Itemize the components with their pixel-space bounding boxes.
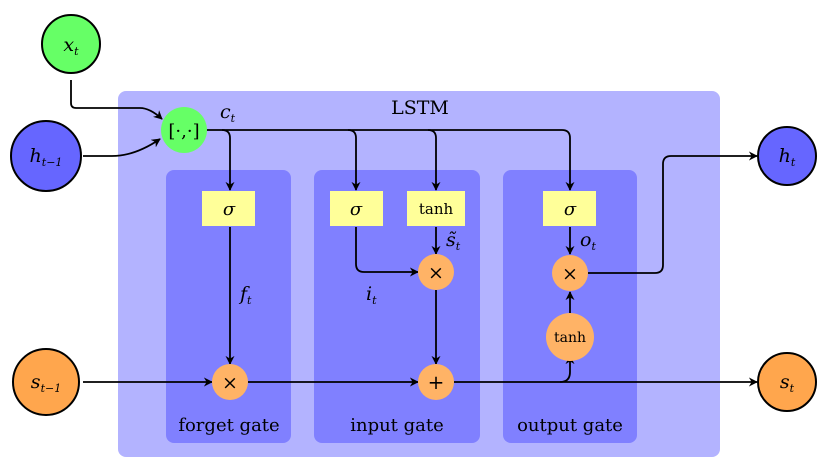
input-multiply-node: ×: [418, 254, 454, 290]
output-multiply-node: ×: [552, 255, 588, 291]
concat-node: [·,·]: [161, 107, 207, 153]
s-prev-sub: t−1: [41, 382, 62, 395]
svg-text:st: st: [780, 371, 795, 395]
ct-sub: t: [231, 112, 236, 125]
svg-text:ct: ct: [220, 101, 236, 125]
svg-text:xt: xt: [63, 34, 79, 58]
s-prev-input-node: st−1: [12, 348, 80, 416]
input-add-node: +: [418, 364, 454, 400]
svg-text:ht: ht: [779, 145, 796, 169]
connection-lines: [70, 80, 758, 387]
s-output-sub: t: [790, 382, 795, 395]
svg-text:it: it: [366, 283, 377, 307]
input-tanh-box: tanh: [407, 191, 465, 226]
ft-sub: t: [247, 294, 252, 307]
input-sigma-box: σ: [330, 191, 383, 226]
forget-gate-box: [166, 170, 291, 443]
output-multiply-label: ×: [562, 263, 578, 285]
input-gate-label: input gate: [350, 415, 444, 436]
input-add-label: +: [428, 370, 445, 394]
output-tanh-label: tanh: [554, 330, 586, 346]
forget-gate-label: forget gate: [178, 415, 279, 436]
x-input-node: xt: [41, 14, 101, 74]
x-input-base: x: [63, 34, 74, 56]
h-output-base: h: [779, 145, 791, 167]
x-input-sub: t: [74, 45, 79, 58]
input-tanh-label: tanh: [419, 200, 454, 218]
s-output-node: st: [757, 352, 817, 412]
forget-sigma-box: σ: [202, 191, 255, 226]
s-prev-base: s: [31, 371, 41, 393]
svg-text:ot: ot: [580, 229, 596, 253]
forget-sigma-label: σ: [223, 199, 236, 220]
it-base: i: [366, 283, 372, 305]
h-prev-base: h: [30, 145, 42, 167]
output-tanh-node: tanh: [546, 313, 594, 361]
h-prev-input-node: ht−1: [10, 120, 82, 192]
ct-base: c: [220, 101, 231, 123]
svg-text:st−1: st−1: [31, 371, 61, 395]
concat-label: [·,·]: [168, 121, 199, 142]
input-sigma-label: σ: [350, 199, 363, 220]
output-sigma-label: σ: [564, 199, 577, 220]
ft-base: f: [238, 283, 250, 305]
forget-multiply-label: ×: [222, 372, 238, 394]
svg-text:s̃t: s̃t: [446, 229, 461, 253]
h-output-sub: t: [791, 156, 796, 169]
ot-base: o: [580, 229, 591, 251]
h-output-node: ht: [757, 126, 817, 186]
forget-multiply-node: ×: [212, 364, 248, 400]
output-sigma-box: σ: [543, 191, 596, 226]
h-prev-sub: t−1: [42, 156, 63, 169]
output-gate-label: output gate: [517, 415, 623, 436]
input-multiply-label: ×: [428, 262, 444, 284]
st-tilde-sub: t: [456, 240, 461, 253]
svg-text:ft: ft: [238, 283, 252, 307]
st-tilde-base: s̃: [446, 229, 457, 251]
it-sub: t: [372, 294, 377, 307]
ot-sub: t: [591, 240, 596, 253]
lstm-title: LSTM: [391, 97, 449, 119]
svg-text:ht−1: ht−1: [30, 145, 63, 169]
s-output-base: s: [780, 371, 790, 393]
